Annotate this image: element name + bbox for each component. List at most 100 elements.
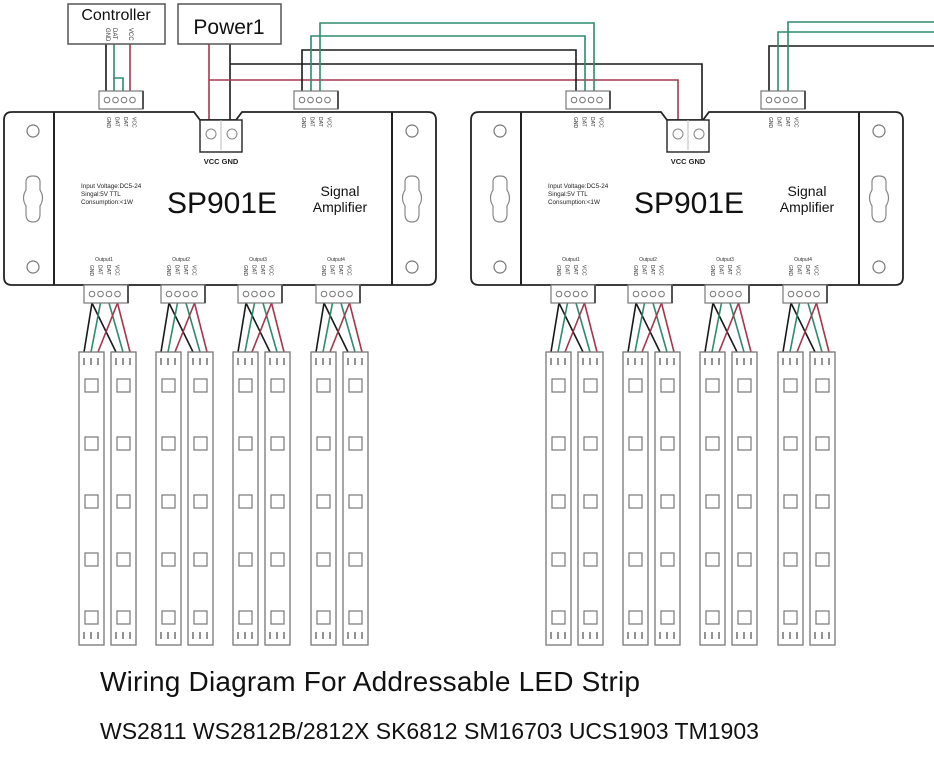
led-strip-pair [155,351,214,646]
output-label: Output4 [794,257,812,263]
wire-gnd [635,302,661,353]
screw-icon [205,128,217,140]
led-strip [731,351,758,646]
led-chip-icon [815,610,830,625]
wire-data [652,302,668,353]
led-strip [310,351,337,646]
led-chip-icon [238,436,253,451]
title-line-2: Amplifier [780,199,835,215]
wire-cascade-gnd [301,49,577,91]
wire-vcc [660,302,675,353]
led-chip-icon [316,378,331,393]
wire-data [108,302,124,353]
screw-icon [782,96,790,104]
wire-data [634,302,646,353]
pin-label-vcc: VCC [813,265,819,276]
led-chip-icon [348,494,363,509]
output-label: Output1 [562,257,580,263]
led-chip-icon [583,436,598,451]
led-chip-icon [815,378,830,393]
wire-gnd [712,302,738,353]
screw-icon [242,290,250,298]
pin-label-gnd: GND [165,265,171,277]
led-strip [155,351,182,646]
controller-pin-vcc: VCC [127,28,133,41]
pin-label-dat: DAT [581,117,587,127]
led-chip-icon [705,494,720,509]
led-chip-icon [238,610,253,625]
led-chip-icon [84,494,99,509]
pin-label-dat: DAT [105,265,111,275]
led-strip-pair [622,351,681,646]
led-strip-body [187,351,214,646]
pin-label-dat: DAT [182,265,188,275]
led-chip-icon [551,494,566,509]
input-terminal [98,90,144,110]
screw-icon [791,96,798,104]
wire-gnd [323,302,349,353]
led-chip-icon [815,494,830,509]
wire-controller-data [113,44,124,91]
led-chip-icon [316,610,331,625]
cascade-output-terminal [293,90,339,110]
spec-line: Singal:5V TTL [548,191,588,198]
output-label: Output4 [327,257,345,263]
led-chip-icon [84,378,99,393]
pin-label-vcc: VCC [326,117,332,128]
screw-icon [329,290,336,298]
screw-icon [726,290,734,298]
led-chip-icon [316,552,331,567]
screw-icon [693,128,705,140]
caption-title: Wiring Diagram For Addressable LED Strip [100,666,641,697]
led-chip-icon [737,436,752,451]
led-chip-icon [628,436,643,451]
wire-vcc [796,302,818,353]
controller-box: Controller GND DAT VCC [67,3,166,45]
pin-label-vcc: VCC [581,265,587,276]
led-chip-icon [628,610,643,625]
screw-icon [337,290,345,298]
pin-label-dat: DAT [726,265,732,275]
led-chip-icon [628,552,643,567]
wires-layer [83,21,934,353]
pin-label-dat: DAT [329,265,335,275]
led-chip-icon [737,494,752,509]
led-chip-icon [270,552,285,567]
led-strip-body [78,351,105,646]
pin-label-dat: DAT [572,265,578,275]
pin-label-dat: DAT [641,265,647,275]
led-strip [264,351,291,646]
screw-icon [765,96,773,104]
wire-vcc [174,302,196,353]
screw-icon [587,96,595,104]
led-chip-icon [161,610,176,625]
power-label: Power1 [193,16,264,39]
wire-vcc [583,302,598,353]
led-strip-pair [545,351,604,646]
output-terminal [704,284,750,304]
mounting-hole-icon [493,260,507,274]
pin-label-dat: DAT [317,117,323,127]
output-terminal [237,284,283,304]
mounting-hole-icon [405,260,419,274]
output-label: Output1 [95,257,113,263]
led-strip-pair [777,351,836,646]
output-terminal [315,284,361,304]
screw-icon [641,290,648,298]
amplifier-body [3,111,437,286]
led-strip [699,351,726,646]
led-chip-icon [660,436,675,451]
led-chip-icon [161,378,176,393]
output-terminal [782,284,828,304]
pin-label-dat: DAT [784,117,790,127]
power-supply-box: Power1 [177,3,282,45]
screw-icon [97,290,104,298]
controller-label: Controller [81,7,151,24]
led-strip [110,351,137,646]
pin-label-gnd: GND [300,117,306,129]
led-strip [622,351,649,646]
title-line-1: Signal [788,183,827,199]
mounting-hole-icon [405,124,419,138]
